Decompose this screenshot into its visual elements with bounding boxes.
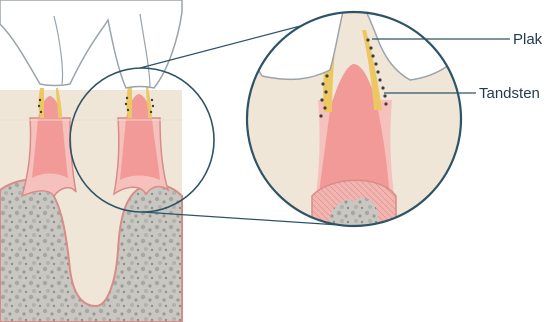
plaque-deposit [127,86,133,118]
plaque-label: Plak [513,31,542,48]
magnified-view [240,0,480,240]
mag-crown-left [240,0,346,79]
tartar-label: Tandsten [479,85,540,102]
cross-section-panel [0,0,182,322]
